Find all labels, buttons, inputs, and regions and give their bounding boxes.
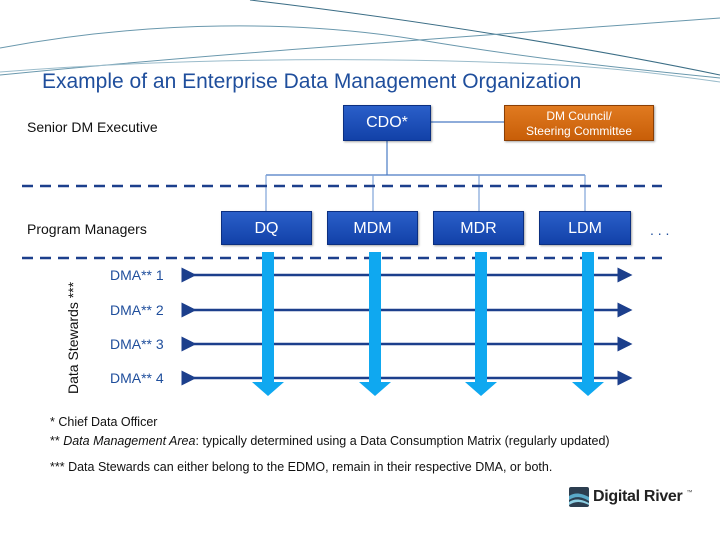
cdo-box: CDO* <box>343 105 431 141</box>
program-label: DQ <box>254 220 279 237</box>
program-down-arrows <box>252 252 604 396</box>
page-title: Example of an Enterprise Data Management… <box>42 70 582 93</box>
footnote-dma-text: : typically determined using a Data Cons… <box>195 434 610 448</box>
digital-river-logo-text: Digital River <box>593 488 683 505</box>
footnote-dma-term: Data Management Area <box>63 434 196 448</box>
cdo-label: CDO* <box>366 114 408 131</box>
program-box-mdr: MDR <box>433 211 524 245</box>
program-box-ldm: LDM <box>539 211 631 245</box>
footnote-dma-prefix: ** <box>50 434 64 448</box>
council-line-2: Steering Committee <box>525 124 633 138</box>
dma-label-2: DMA** 2 <box>110 302 164 318</box>
dma-label-4: DMA** 4 <box>110 370 164 386</box>
background-swoosh-lines <box>0 0 720 83</box>
row-label-program: Program Managers <box>27 221 147 237</box>
digital-river-logo: Digital River ™ <box>569 487 692 507</box>
dma-label-1: DMA** 1 <box>110 267 164 283</box>
trademark-mark: ™ <box>686 490 693 496</box>
matrix-arrows <box>181 252 633 396</box>
dma-label-3: DMA** 3 <box>110 336 164 352</box>
footnote-stewards: *** Data Stewards can either belong to t… <box>50 460 553 474</box>
org-connector-lines <box>22 121 662 260</box>
dma-double-arrow-lines <box>181 267 633 386</box>
program-label: MDM <box>353 220 392 237</box>
footnote-dma: ** Data Management Area: typically deter… <box>50 434 610 448</box>
row-label-senior: Senior DM Executive <box>27 119 158 135</box>
dm-council-box: DM Council/ Steering Committee <box>504 105 654 141</box>
program-box-mdm: MDM <box>327 211 418 245</box>
program-label: MDR <box>460 220 497 237</box>
more-indicator: . . . <box>650 222 670 238</box>
digital-river-logo-icon <box>569 487 589 507</box>
footnote-cdo: * Chief Data Officer <box>50 415 158 429</box>
program-box-dq: DQ <box>221 211 312 245</box>
council-line-1: DM Council/ <box>546 109 612 123</box>
program-label: LDM <box>568 220 602 237</box>
data-stewards-label: Data Stewards *** <box>65 281 81 394</box>
